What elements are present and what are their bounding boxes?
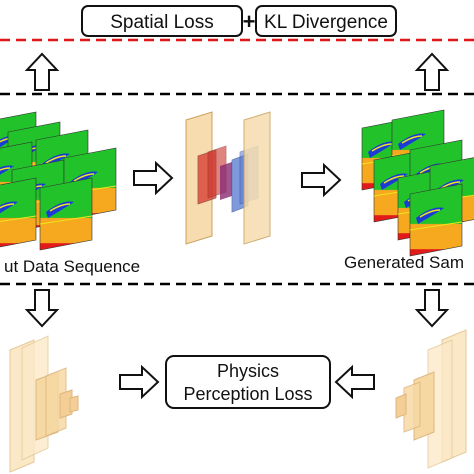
kl-divergence-label: KL Divergence [264, 12, 388, 33]
encoder-block [185, 111, 271, 245]
right-physics-network [395, 329, 467, 469]
arrow-left-network-to-physics [119, 366, 159, 398]
arrow-input-to-encoder [133, 162, 173, 194]
spatial-loss-box [81, 5, 243, 37]
up-arrow-right [416, 53, 448, 91]
physics-loss-line1: Physics [217, 361, 279, 381]
arrow-encoder-to-generated [301, 164, 341, 196]
down-arrow-right [416, 289, 448, 327]
up-arrow-left [26, 53, 58, 91]
down-arrow-left [26, 289, 58, 327]
arrow-right-network-to-physics [335, 366, 375, 398]
generated-samples-label: Generated Sam [344, 253, 464, 272]
input-sequence-stack [0, 111, 117, 251]
left-physics-network [9, 335, 79, 473]
input-sequence-label: ut Data Sequence [4, 257, 140, 276]
kl-divergence-box [255, 5, 397, 37]
spatial-loss-label: Spatial Loss [110, 12, 214, 33]
physics-loss-box [165, 355, 331, 409]
loss-header: Spatial Loss + KL Divergence [81, 5, 397, 37]
generated-sample-stack [361, 109, 474, 257]
plus-sign: + [243, 9, 256, 34]
physics-loss-line2: Perception Loss [183, 384, 312, 404]
